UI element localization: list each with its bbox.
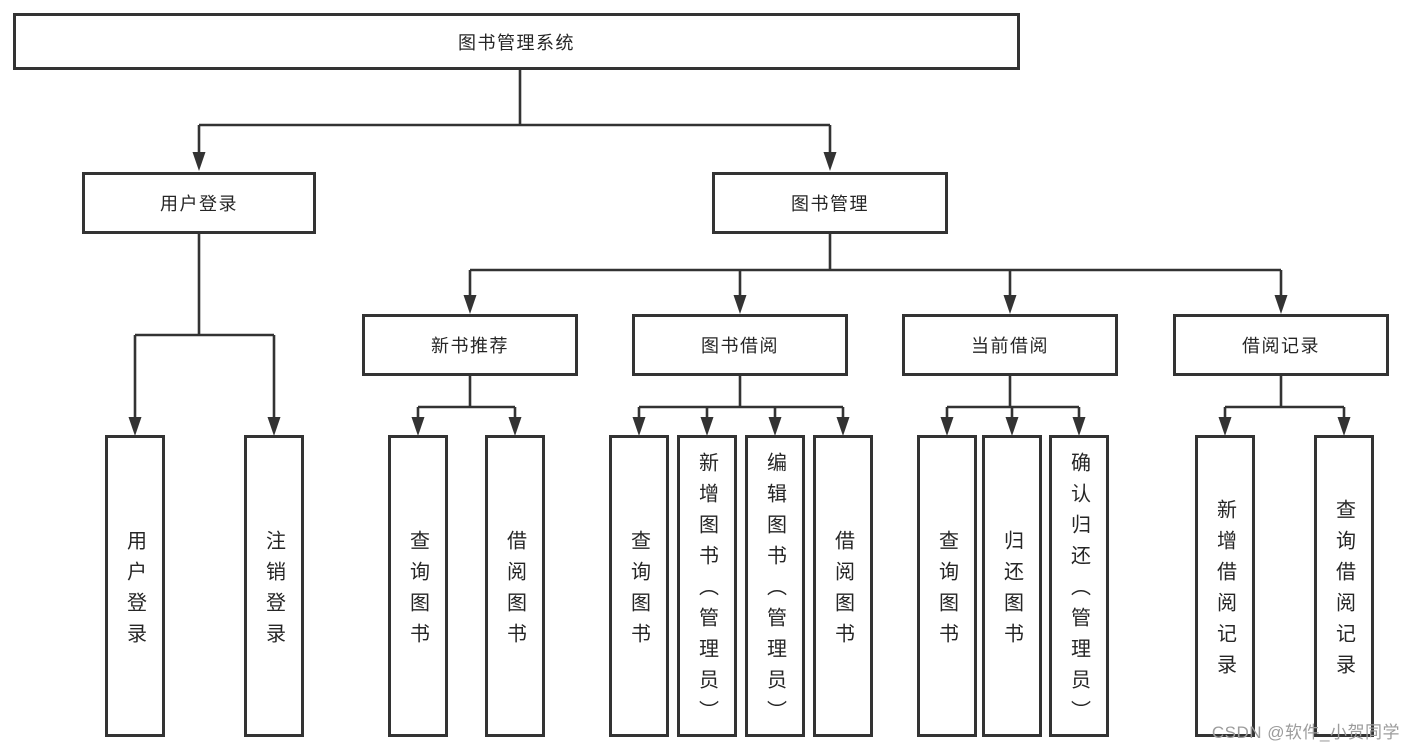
- leaf-borrow-books: 借阅图书: [813, 435, 873, 737]
- node-book-management-label: 图书管理: [791, 194, 869, 214]
- node-user-login-label: 用户登录: [160, 194, 238, 214]
- leaf-add-books-admin: 新增图书（管理员）: [677, 435, 737, 737]
- node-book-borrow-label: 图书借阅: [701, 336, 779, 356]
- leaf-return-books-label: 归还图书: [1000, 529, 1023, 654]
- leaf-query-borrow-record-label: 查询借阅记录: [1332, 498, 1355, 685]
- connector-userlogin-branch: [133, 234, 276, 420]
- leaf-logout-label: 注销登录: [262, 529, 285, 654]
- leaf-newbook-borrow-books: 借阅图书: [485, 435, 545, 737]
- leaf-query-borrow-record: 查询借阅记录: [1314, 435, 1374, 737]
- node-borrow-records-label: 借阅记录: [1242, 336, 1320, 356]
- node-current-borrow-label: 当前借阅: [971, 336, 1049, 356]
- leaf-return-books: 归还图书: [982, 435, 1042, 737]
- connector-root-to-level2: [197, 70, 832, 155]
- arrowheads-level3: [463, 295, 1288, 314]
- leaf-newbook-query-books-label: 查询图书: [406, 529, 429, 654]
- leaf-add-borrow-record: 新增借阅记录: [1195, 435, 1255, 737]
- leaf-confirm-return-admin-label: 确认归还（管理员）: [1067, 452, 1090, 731]
- leaf-logout: 注销登录: [244, 435, 304, 737]
- node-current-borrow: 当前借阅: [902, 314, 1118, 376]
- leaf-borrow-books-label: 借阅图书: [831, 529, 854, 654]
- connector-bookmgmt-branch: [468, 234, 1283, 298]
- node-root-label: 图书管理系统: [458, 32, 575, 53]
- arrowheads-userlogin-branch: [128, 417, 281, 436]
- leaf-newbook-borrow-books-label: 借阅图书: [503, 529, 526, 654]
- node-new-book-recommend: 新书推荐: [362, 314, 578, 376]
- leaf-current-query-books: 查询图书: [917, 435, 977, 737]
- arrowheads-leaves: [411, 417, 1351, 436]
- connector-currentborrow-branch: [945, 376, 1081, 420]
- leaf-add-borrow-record-label: 新增借阅记录: [1213, 498, 1236, 685]
- node-book-management: 图书管理: [712, 172, 948, 234]
- leaf-add-books-admin-label: 新增图书（管理员）: [695, 452, 718, 731]
- leaf-newbook-query-books: 查询图书: [388, 435, 448, 737]
- connector-bookborrow-branch: [637, 376, 845, 420]
- leaf-user-login: 用户登录: [105, 435, 165, 737]
- connector-borrowrecords-branch: [1223, 376, 1346, 420]
- leaf-borrow-query-books: 查询图书: [609, 435, 669, 737]
- node-new-book-recommend-label: 新书推荐: [431, 336, 509, 356]
- leaf-current-query-books-label: 查询图书: [935, 529, 958, 654]
- leaf-borrow-query-books-label: 查询图书: [627, 529, 650, 654]
- node-borrow-records: 借阅记录: [1173, 314, 1389, 376]
- arrowheads-level2: [192, 152, 837, 171]
- leaf-edit-books-admin-label: 编辑图书（管理员）: [763, 452, 786, 731]
- leaf-confirm-return-admin: 确认归还（管理员）: [1049, 435, 1109, 737]
- node-root: 图书管理系统: [13, 13, 1020, 70]
- connector-newbook-branch: [416, 376, 517, 420]
- leaf-edit-books-admin: 编辑图书（管理员）: [745, 435, 805, 737]
- csdn-watermark: CSDN @软件_小贺同学: [1211, 723, 1400, 742]
- node-user-login: 用户登录: [82, 172, 316, 234]
- leaf-user-login-label: 用户登录: [123, 529, 146, 654]
- node-book-borrow: 图书借阅: [632, 314, 848, 376]
